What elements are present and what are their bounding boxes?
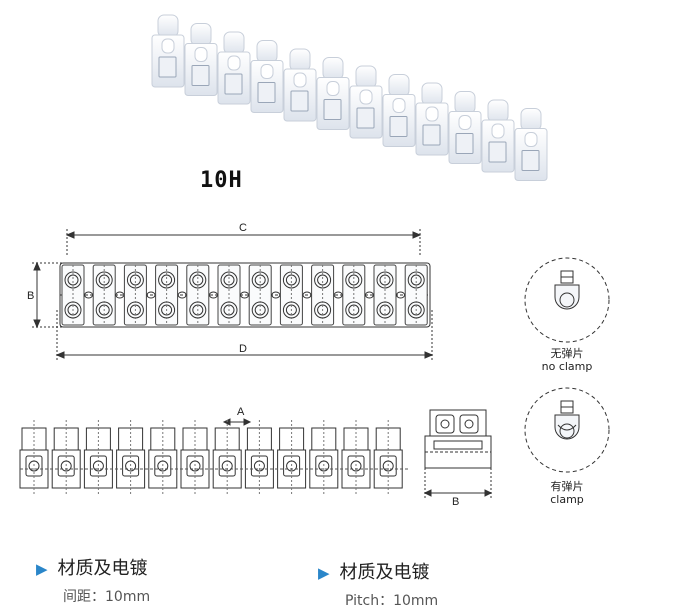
- top-view-drawing: C B D: [27, 222, 434, 361]
- clamp-label-en: clamp: [550, 493, 584, 506]
- terminal-unit-photo: [514, 108, 548, 181]
- dimension-b-label: B: [27, 290, 34, 302]
- terminal-unit-top: [279, 264, 312, 326]
- terminal-unit-top: [61, 264, 94, 326]
- clamp-detail: [524, 387, 610, 473]
- terminal-unit-top: [311, 264, 343, 326]
- dimension-a-label: A: [237, 406, 245, 418]
- terminal-unit-front: [212, 420, 242, 496]
- terminal-unit-front: [341, 420, 371, 496]
- terminal-unit-photo: [283, 48, 317, 122]
- no-clamp-label-cn: 无弹片: [550, 347, 584, 360]
- terminal-unit-top: [404, 264, 428, 326]
- terminal-unit-photo: [415, 82, 449, 156]
- no-clamp-label-en: no clamp: [541, 360, 593, 373]
- triangle-right-icon: ▶: [36, 560, 48, 578]
- clamp-label-cn: 有弹片: [550, 480, 584, 493]
- triangle-right-icon: ▶: [318, 564, 330, 582]
- section-left-subtitle: 间距：10mm: [63, 589, 151, 605]
- terminal-unit-front: [180, 420, 210, 496]
- section-right: ▶ 材质及电镀 Pitch：10mm: [318, 558, 438, 610]
- terminal-unit-photo: [250, 40, 284, 113]
- section-right-title: 材质及电镀: [339, 562, 430, 583]
- terminal-unit-photo: [481, 99, 515, 173]
- front-view-drawing: A: [19, 406, 410, 496]
- terminal-unit-top: [373, 264, 406, 326]
- terminal-unit-top: [186, 264, 218, 326]
- terminal-unit-top: [155, 264, 187, 326]
- terminal-unit-front: [148, 420, 178, 496]
- terminal-unit-top: [123, 264, 156, 326]
- terminal-unit-front: [19, 420, 49, 496]
- dimension-side-b-label: B: [452, 496, 459, 505]
- terminal-unit-top: [92, 264, 125, 326]
- no-clamp-detail: [524, 257, 610, 343]
- model-label: 10H: [200, 168, 243, 193]
- product-photo: [151, 14, 548, 181]
- terminal-unit-front: [51, 420, 81, 496]
- dimension-d-label: D: [239, 343, 247, 355]
- side-view-drawing: B: [423, 409, 493, 505]
- terminal-unit-photo: [217, 31, 251, 105]
- terminal-unit-front: [277, 420, 307, 496]
- terminal-unit-photo: [349, 65, 383, 139]
- terminal-unit-photo: [151, 14, 185, 88]
- section-left-title: 材质及电镀: [57, 558, 148, 579]
- terminal-unit-front: [373, 420, 403, 496]
- terminal-unit-photo: [382, 74, 416, 147]
- section-right-subtitle: Pitch：10mm: [345, 593, 439, 609]
- terminal-unit-top: [342, 264, 374, 326]
- terminal-unit-front: [83, 420, 113, 496]
- terminal-unit-front: [116, 420, 146, 496]
- dimension-c-label: C: [239, 222, 247, 234]
- terminal-unit-photo: [184, 23, 218, 96]
- terminal-unit-front: [309, 420, 339, 496]
- terminal-unit-top: [248, 264, 281, 326]
- terminal-unit-photo: [448, 91, 482, 164]
- terminal-unit-photo: [316, 57, 350, 130]
- section-left: ▶ 材质及电镀 间距：10mm: [36, 554, 150, 606]
- terminal-unit-front: [244, 420, 274, 496]
- terminal-unit-top: [217, 264, 250, 326]
